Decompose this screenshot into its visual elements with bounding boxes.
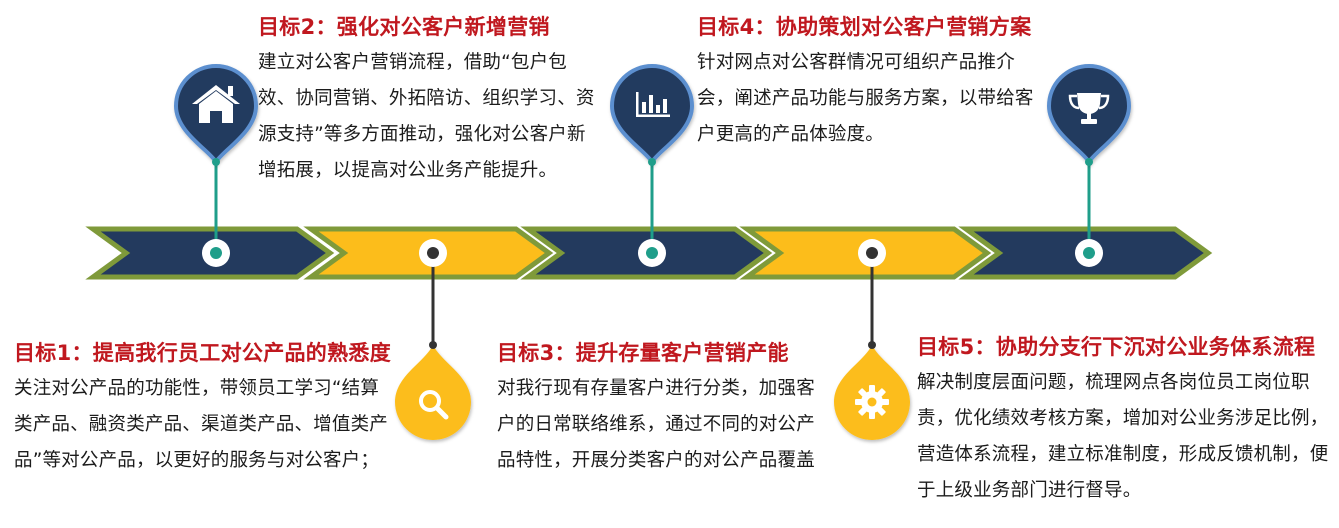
- ribbon-nodes: [202, 239, 1103, 267]
- home-icon: [192, 85, 240, 123]
- pin-chart: [609, 64, 695, 166]
- goal-3-description: 对我行现有存量客户进行分类，加强客户的日常联络维系，通过不同的对公产品特性，开展…: [497, 378, 815, 471]
- goal-1-description: 关注对公产品的功能性，带领员工学习“结算类产品、融资类产品、渠道类产品、增值类产…: [14, 378, 389, 471]
- goal-2-title: 目标2：强化对公客户新增营销: [258, 15, 550, 39]
- goal-1-title: 目标1：提高我行员工对公产品的熟悉度: [14, 341, 392, 365]
- goal-4-description: 针对网点对公客群情况可组织产品推介会，阐述产品功能与服务方案，以带给客户更高的产…: [697, 52, 1034, 145]
- trophy-icon: [1068, 93, 1110, 124]
- goal-3: 目标3：提升存量客户营销产能 对我行现有存量客户进行分类，加强客户的日常联络维系…: [497, 339, 819, 479]
- goal-2: 目标2：强化对公客户新增营销 建立对公客户营销流程，借助“包户包效、协同营销、外…: [258, 13, 602, 189]
- bar-chart-icon: [636, 92, 670, 117]
- goal-5-description: 解决制度层面问题，梳理网点各岗位员工岗位职责，优化绩效考核方案，增加对公业务涉足…: [917, 372, 1329, 501]
- goal-2-description: 建立对公客户营销流程，借助“包户包效、协同营销、外拓陪访、组织学习、资源支持”等…: [258, 52, 595, 181]
- goal-4: 目标4：协助策划对公客户营销方案 针对网点对公客群情况可组织产品推介会，阐述产品…: [697, 13, 1042, 153]
- goal-5: 目标5：协助分支行下沉对公业务体系流程 解决制度层面问题，梳理网点各岗位员工岗位…: [917, 333, 1331, 509]
- goal-4-title: 目标4：协助策划对公客户营销方案: [697, 15, 1032, 39]
- goal-1: 目标1：提高我行员工对公产品的熟悉度 关注对公产品的功能性，带领员工学习“结算类…: [14, 339, 392, 479]
- connector-lines: [214, 162, 1091, 345]
- search-icon: [419, 390, 449, 420]
- goal-3-title: 目标3：提升存量客户营销产能: [497, 341, 789, 365]
- goal-5-title: 目标5：协助分支行下沉对公业务体系流程: [917, 335, 1316, 359]
- pin-home: [173, 64, 259, 166]
- gear-icon: [855, 385, 889, 419]
